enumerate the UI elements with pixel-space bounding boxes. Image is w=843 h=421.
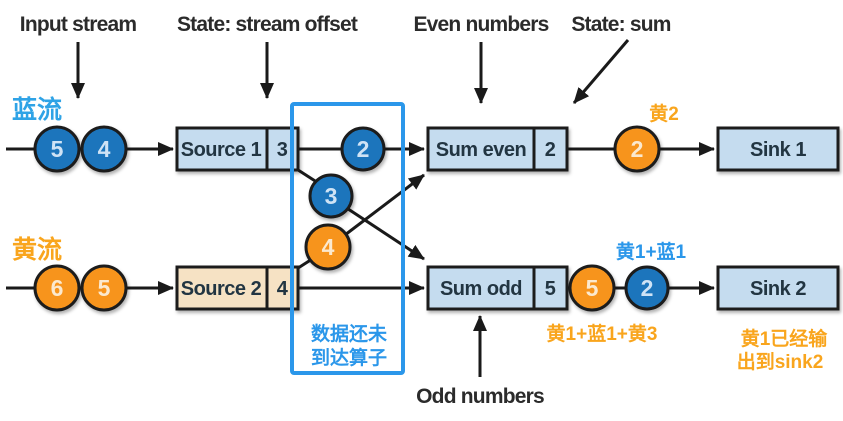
- record-yellow-5: 5: [80, 264, 128, 312]
- record-out-orange-5: 5: [568, 264, 616, 312]
- record-yellow-6-value: 6: [51, 275, 64, 301]
- record-inflight-orange-4-value: 4: [322, 234, 335, 260]
- record-inflight-blue-3-value: 3: [325, 183, 338, 209]
- link-record3-sumodd: [335, 199, 425, 261]
- even-numbers-label: Even numbers: [413, 13, 548, 36]
- input-stream-label: Input stream: [20, 13, 137, 36]
- sum-even-label: Sum even: [436, 139, 526, 161]
- sink2-label: Sink 2: [750, 278, 806, 300]
- sum-even-state: 2: [545, 139, 556, 161]
- yellow-stream-label: 黄流: [12, 236, 62, 264]
- record-inflight-orange-4: 4: [304, 223, 352, 271]
- sink1-label: Sink 1: [750, 139, 806, 161]
- record-inflight-blue-2: 2: [340, 126, 386, 172]
- source2-state: 4: [277, 278, 289, 300]
- sink2-node: Sink 2: [716, 265, 840, 311]
- sum-even-node: Sum even 2: [426, 126, 569, 172]
- annotation-huang2: 黄2: [649, 102, 679, 125]
- source2-label: Source 2: [181, 278, 262, 300]
- record-out-orange-5-value: 5: [586, 275, 599, 301]
- record-inflight-blue-3: 3: [308, 173, 354, 219]
- blue-stream-label: 蓝流: [12, 96, 62, 124]
- pending-data-highlight-box: [290, 102, 405, 375]
- record-blue-5: 5: [33, 125, 81, 173]
- sum-odd-state: 5: [545, 278, 556, 300]
- record-yellow-5-value: 5: [98, 275, 111, 301]
- source1-node: Source 1 3: [175, 126, 300, 172]
- state-sum-label: State: sum: [571, 13, 670, 36]
- state-sum-arrow: [572, 39, 630, 104]
- record-out-blue-2: 2: [624, 265, 670, 311]
- annotation-sink2-note-line1: 黄1已经输: [741, 327, 829, 350]
- record-out-orange-2-value: 2: [631, 136, 644, 162]
- record-inflight-blue-2-value: 2: [357, 136, 370, 162]
- source1-label: Source 1: [181, 139, 262, 161]
- record-out-orange-2: 2: [613, 125, 661, 173]
- state-stream-offset-label: State: stream offset: [177, 13, 358, 36]
- odd-numbers-label: Odd numbers: [416, 385, 544, 408]
- record-blue-4-value: 4: [98, 136, 111, 162]
- link-record4-sumeven: [336, 173, 425, 243]
- annotation-huang1-lan1-huang3: 黄1+蓝1+黄3: [547, 322, 658, 345]
- annotation-pending-line2: 到达算子: [311, 346, 387, 369]
- record-out-blue-2-value: 2: [641, 275, 654, 301]
- record-yellow-6: 6: [33, 264, 81, 312]
- sink1-node: Sink 1: [716, 126, 840, 172]
- annotation-pending-line1: 数据还未: [311, 322, 387, 345]
- annotation-huang1-lan1: 黄1+蓝1: [616, 240, 687, 263]
- record-blue-5-value: 5: [51, 136, 64, 162]
- annotation-sink2-note-line2: 出到sink2: [737, 350, 824, 373]
- sum-odd-label: Sum odd: [440, 278, 522, 300]
- source2-node: Source 2 4: [175, 265, 300, 311]
- record-blue-4: 4: [80, 125, 128, 173]
- source1-state: 3: [277, 139, 288, 161]
- sum-odd-node: Sum odd 5: [426, 265, 569, 311]
